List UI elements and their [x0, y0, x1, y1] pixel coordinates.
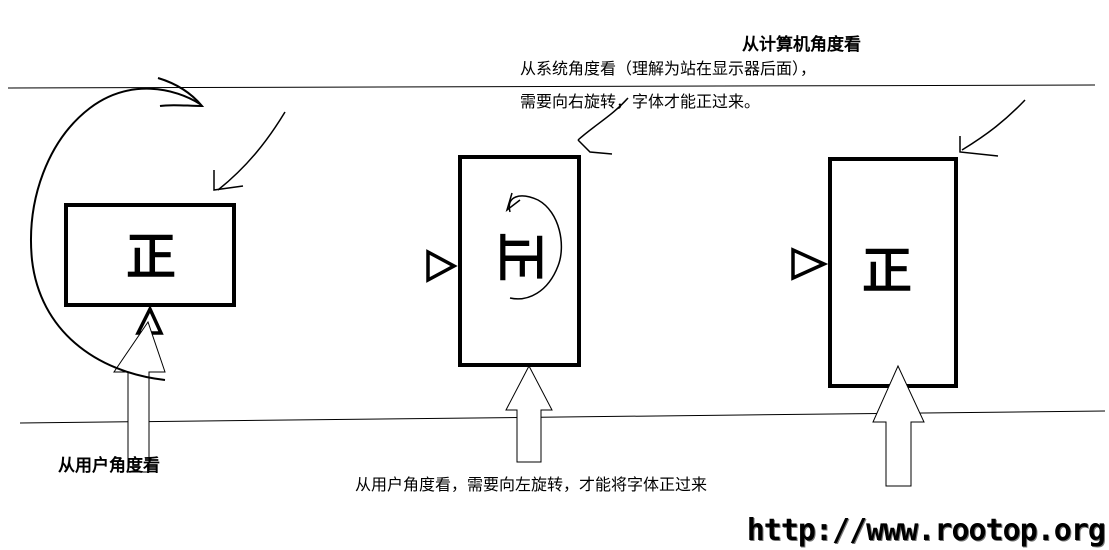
middle-frame — [458, 155, 581, 367]
right-pointer-stroke — [961, 99, 1026, 151]
right-glyph: 正 — [862, 242, 912, 300]
left-glyph: 正 — [126, 228, 176, 286]
middle-rotation-head — [505, 192, 521, 213]
system-view-note-line1: 从系统角度看（理解为站在显示器后面）， — [520, 59, 817, 78]
right-side-triangle — [791, 247, 829, 281]
middle-pointer-head — [577, 139, 613, 155]
bottom-rule — [19, 410, 1106, 424]
middle-rotated-glyph: 正 — [491, 232, 549, 282]
top-rule — [7, 84, 1096, 89]
middle-up-arrow — [505, 364, 553, 463]
middle-pointer-stroke — [577, 97, 629, 141]
system-view-note-line2: 需要向右旋转，字体才能正过来。 — [520, 92, 761, 111]
left-frame — [64, 203, 236, 307]
left-pointer-stroke — [217, 111, 286, 191]
left-curved-arrow — [30, 87, 201, 381]
user-view-note: 从用户角度看，需要向左旋转，才能将字体正过来 — [355, 475, 708, 494]
middle-rotation-scribble — [508, 195, 563, 300]
user-view-heading: 从用户角度看 — [58, 456, 160, 476]
right-pointer-head — [959, 136, 999, 157]
left-up-arrow — [113, 320, 166, 473]
left-pointer-head — [213, 170, 244, 191]
middle-side-triangle — [426, 249, 458, 283]
right-up-arrow — [872, 364, 925, 487]
computer-view-heading: 从计算机角度看 — [742, 35, 861, 55]
site-watermark: http://www.rootop.org — [746, 513, 1106, 548]
left-curved-arrowhead — [157, 77, 205, 108]
